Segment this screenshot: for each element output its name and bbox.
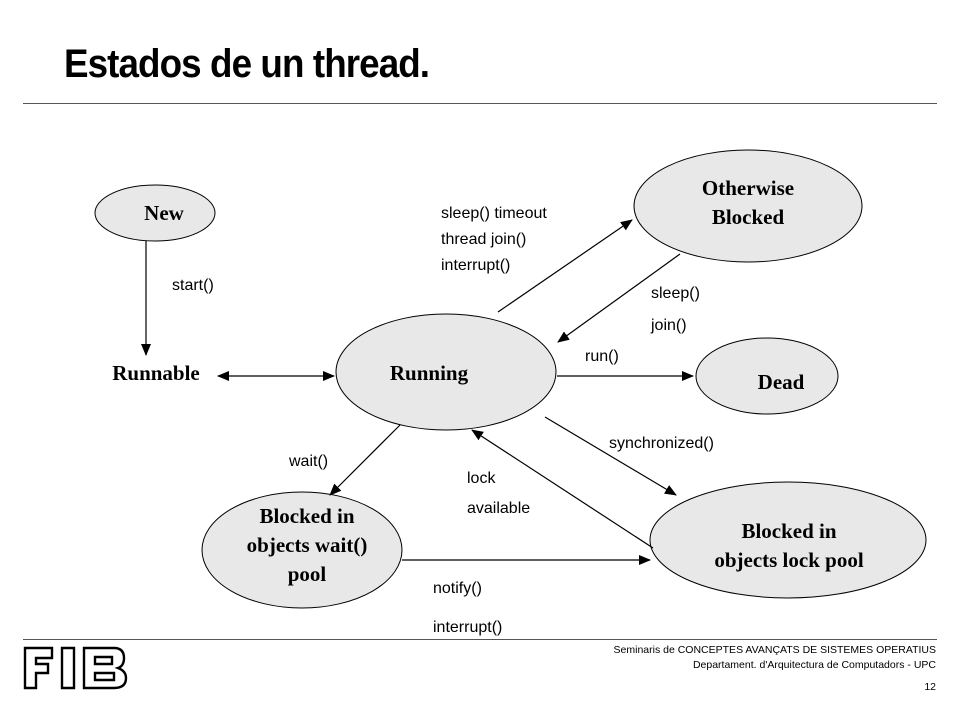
bottom-divider bbox=[23, 639, 937, 640]
top-divider bbox=[23, 103, 937, 104]
label-synchronized: synchronized() bbox=[609, 435, 714, 452]
label-sleep: sleep() bbox=[651, 285, 700, 302]
state-otherwise-blocked-line1: Otherwise bbox=[702, 176, 794, 200]
state-dead-node bbox=[695, 337, 839, 415]
label-available: available bbox=[467, 500, 530, 517]
state-blocked-lock-line2: objects lock pool bbox=[714, 548, 863, 572]
label-lock: lock bbox=[467, 470, 496, 487]
state-new-label: New bbox=[144, 201, 184, 225]
label-start: start() bbox=[172, 277, 214, 294]
state-running-label: Running bbox=[390, 361, 469, 385]
state-otherwise-blocked-node bbox=[633, 149, 863, 263]
edge-running-to-otherwise bbox=[497, 219, 633, 313]
edge-otherwise-to-running bbox=[557, 253, 681, 343]
edge-lock-to-running bbox=[471, 429, 654, 549]
state-new-node bbox=[94, 184, 216, 242]
label-interrupt-top: interrupt() bbox=[441, 257, 510, 274]
edge-running-to-lock bbox=[544, 416, 677, 496]
slide-title: Estados de un thread. bbox=[64, 42, 430, 86]
label-join: join() bbox=[650, 317, 687, 334]
state-running-node bbox=[335, 313, 557, 431]
edge-running-to-wait bbox=[329, 424, 401, 496]
label-interrupt-bottom: interrupt() bbox=[433, 619, 502, 636]
state-blocked-wait-node bbox=[201, 491, 403, 609]
state-blocked-wait-line2: objects wait() bbox=[247, 533, 368, 557]
state-blocked-wait-line3: pool bbox=[288, 562, 327, 586]
footer-line1: Seminaris de CONCEPTES AVANÇATS DE SISTE… bbox=[613, 644, 936, 656]
footer-line2: Departament. d'Arquitectura de Computado… bbox=[692, 659, 936, 671]
label-wait: wait() bbox=[288, 453, 328, 470]
state-blocked-lock-line1: Blocked in bbox=[741, 519, 836, 543]
state-blocked-wait-line1: Blocked in bbox=[259, 504, 354, 528]
label-run: run() bbox=[585, 348, 619, 365]
fib-logo bbox=[23, 646, 128, 690]
state-dead-label: Dead bbox=[758, 370, 805, 394]
page-number: 12 bbox=[924, 681, 936, 693]
label-thread-join: thread join() bbox=[441, 231, 526, 248]
label-notify: notify() bbox=[433, 580, 482, 597]
footer-text: Seminaris de CONCEPTES AVANÇATS DE SISTE… bbox=[614, 643, 936, 673]
state-otherwise-blocked-line2: Blocked bbox=[712, 205, 785, 229]
state-runnable-label: Runnable bbox=[112, 361, 200, 385]
label-sleep-timeout: sleep() timeout bbox=[441, 205, 547, 222]
state-blocked-lock-node bbox=[649, 481, 927, 599]
